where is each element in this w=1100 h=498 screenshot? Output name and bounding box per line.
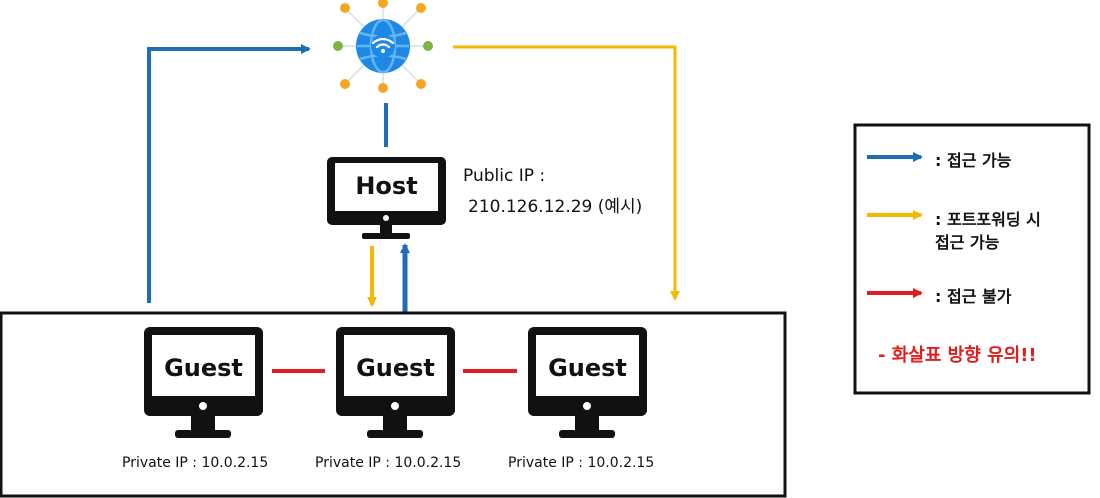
legend-blocked-text: : 접근 불가	[935, 287, 1012, 306]
guest-network-box	[0, 311, 787, 498]
guest-monitor-icon-1	[144, 327, 263, 438]
host-monitor-icon	[327, 157, 446, 239]
guest-label-1: Guest	[164, 354, 243, 382]
host-label: Host	[355, 172, 418, 200]
host-public-ip-value: 210.126.12.29 (예시)	[468, 197, 643, 217]
guest-private-ip-3: Private IP : 10.0.2.15	[508, 455, 655, 471]
internet-globe-icon	[333, 0, 433, 93]
access-arrow-guest-to-internet	[147, 44, 311, 303]
legend-portforward-text: : 포트포워딩 시	[935, 210, 1041, 229]
guest-private-ip-1: Private IP : 10.0.2.15	[122, 455, 269, 471]
host-public-ip-label: Public IP :	[463, 166, 546, 186]
portforward-arrow-internet-to-guest	[453, 45, 680, 301]
guest-private-ip-2: Private IP : 10.0.2.15	[315, 455, 462, 471]
guest-label-2: Guest	[356, 354, 435, 382]
guest-label-3: Guest	[548, 354, 627, 382]
guest-monitor-icon-3	[528, 327, 647, 438]
legend-portforward-text-line2: 접근 가능	[935, 233, 1000, 252]
guest-monitor-icon-2	[336, 327, 455, 438]
legend-box	[853, 123, 1091, 395]
legend-accessible-text: : 접근 가능	[935, 151, 1012, 170]
legend-note: - 화살표 방향 유의!!	[878, 345, 1037, 366]
